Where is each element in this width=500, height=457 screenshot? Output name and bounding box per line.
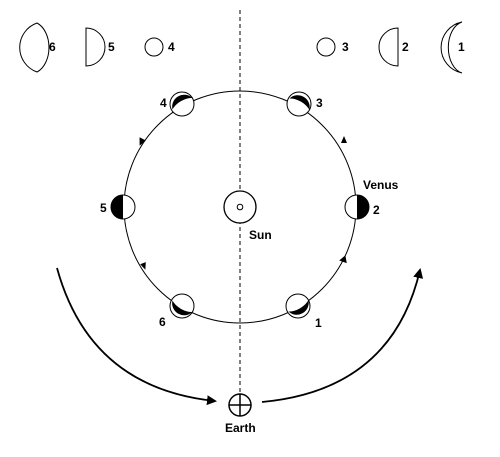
venus-position-2: [344, 194, 370, 220]
orbit-arrow: [140, 262, 146, 270]
phase-view-5: [85, 27, 106, 67]
venus-position-6: [169, 293, 195, 319]
position-2-label: 2: [373, 203, 380, 217]
phase-view-2-label: 2: [402, 40, 409, 54]
phase-view-1-label: 1: [458, 40, 465, 54]
phase-view-5-label: 5: [108, 40, 115, 54]
phase-view-1: [440, 21, 463, 74]
sun: [223, 190, 257, 224]
venus-position-1: [285, 293, 311, 319]
phase-view-6-label: 6: [49, 40, 56, 54]
venus-position-3: [286, 91, 312, 117]
sun-label: Sun: [249, 228, 272, 242]
position-3-label: 3: [316, 96, 323, 110]
position-6-label: 6: [159, 315, 166, 329]
earth-motion-arrow-right: [261, 268, 424, 403]
phase-view-4: [144, 37, 164, 57]
phase-view-2: [378, 27, 399, 67]
venus-position-5: [110, 194, 136, 220]
earth-symbol: [228, 393, 252, 417]
phase-view-3: [316, 37, 336, 57]
venus-position-4: [169, 91, 195, 117]
orbit-arrow: [139, 137, 146, 146]
position-1-label: 1: [315, 316, 322, 330]
phase-view-4-label: 4: [168, 40, 175, 54]
phase-view-3-label: 3: [342, 40, 349, 54]
earth-motion-arrow-left: [56, 267, 217, 406]
position-4-label: 4: [160, 96, 167, 110]
orbit-arrow: [341, 136, 347, 143]
earth-label: Earth: [225, 421, 256, 435]
orbit-arrow: [339, 255, 347, 264]
venus-label: Venus: [363, 178, 399, 192]
position-5-label: 5: [100, 201, 107, 215]
phase-view-6: [19, 22, 50, 73]
